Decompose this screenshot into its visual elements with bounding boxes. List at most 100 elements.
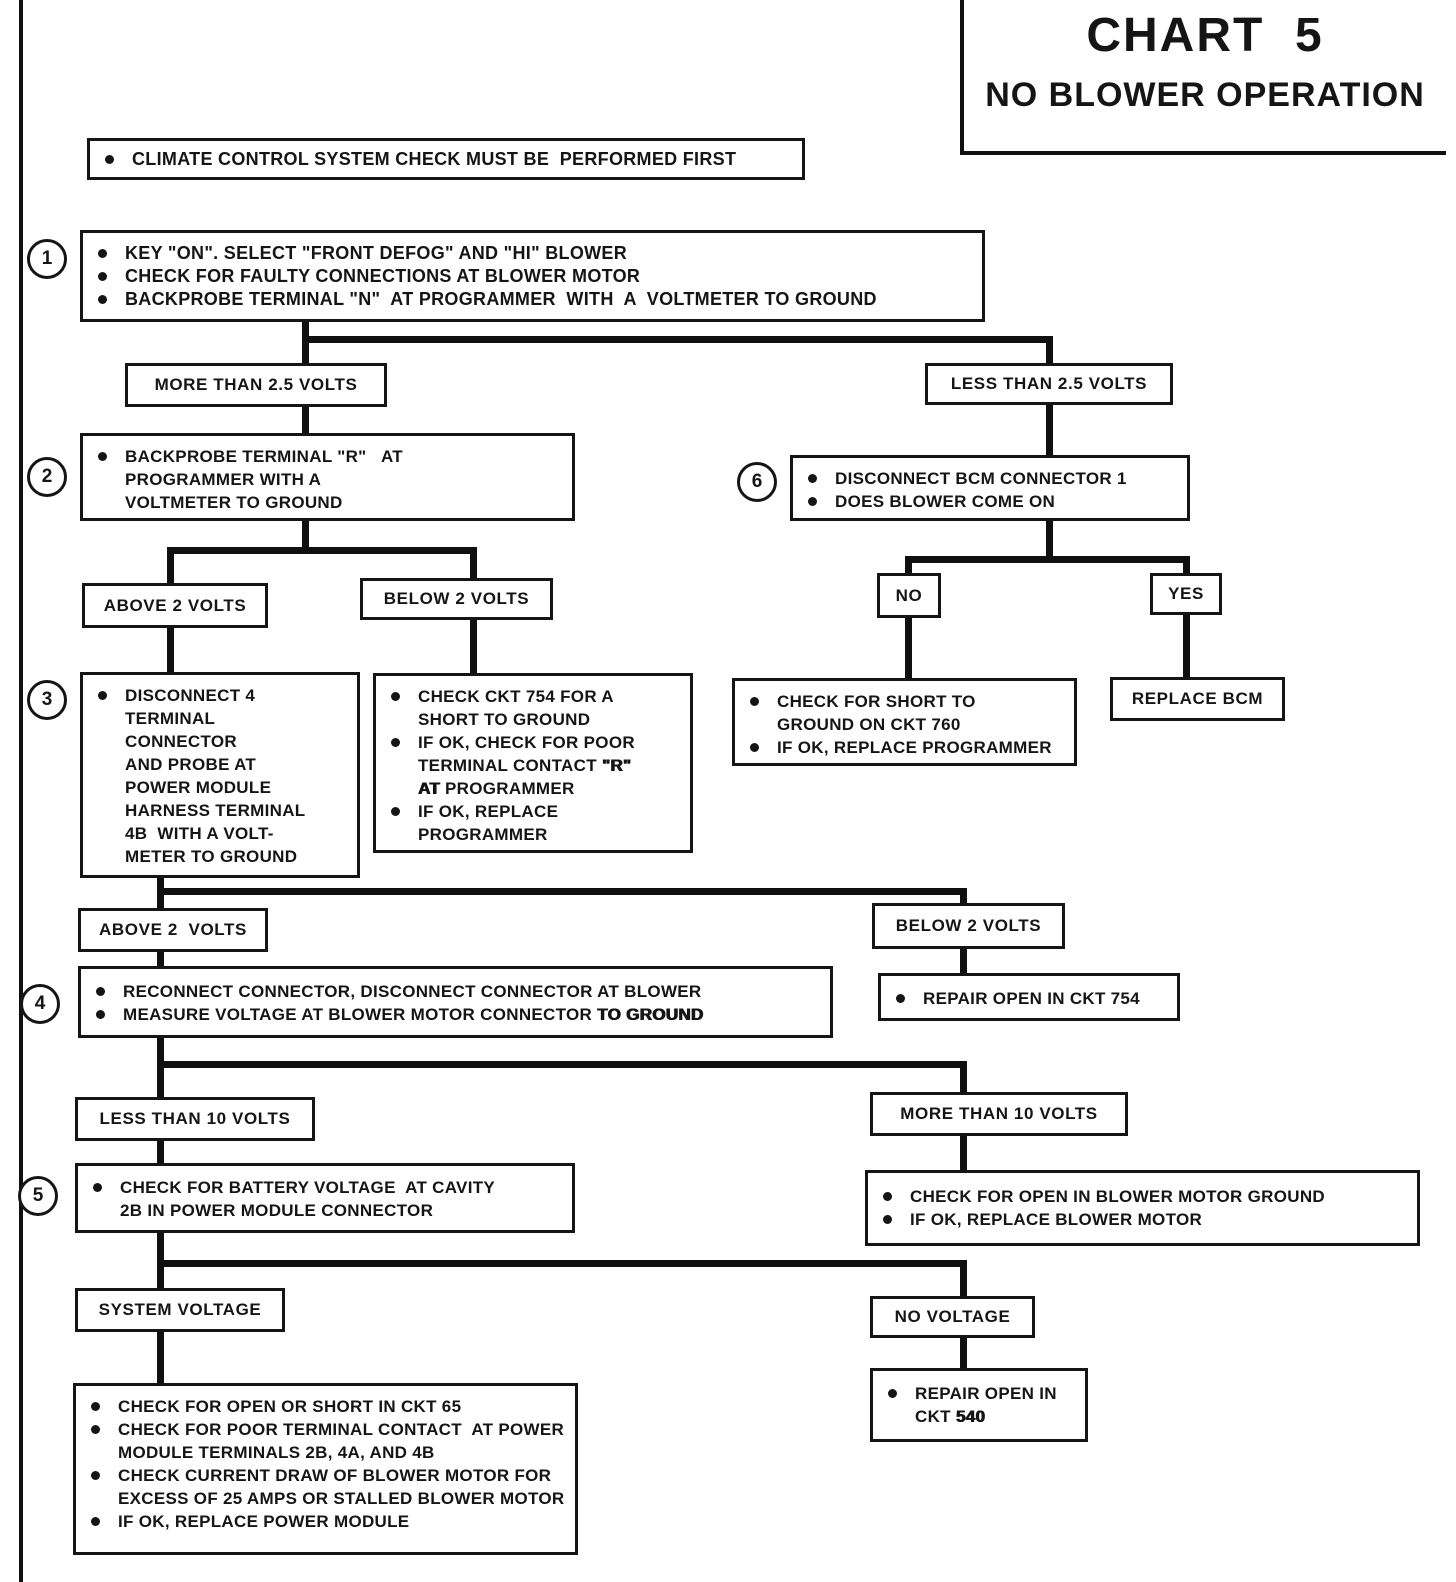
node-step-4: RECONNECT CONNECTOR, DISCONNECT CONNECTO… [78,966,833,1038]
text-line: AT PROGRAMMER [418,779,575,798]
text-line: AND PROBE AT [125,755,257,774]
connector [167,547,174,583]
bullet-icon [98,691,107,700]
bullet-icon [98,249,107,258]
connector [157,1260,967,1267]
connector [157,1260,164,1288]
text-line: CONNECTOR [125,732,237,751]
text-line: DISCONNECT 4 [95,684,351,707]
connector [960,1061,967,1092]
text-line: IF OK, REPLACE BLOWER MOTOR [880,1208,1411,1231]
text-line: MODULE TERMINALS 2B, 4A, AND 4B [118,1443,435,1462]
connector [960,1260,967,1296]
bullet-icon [96,987,105,996]
decision-less-than-10-volts: LESS THAN 10 VOLTS [75,1097,315,1141]
bullet-icon [808,474,817,483]
node-step-5: CHECK FOR BATTERY VOLTAGE AT CAVITY 2B I… [75,1163,575,1233]
text-line: CLIMATE CONTROL SYSTEM CHECK MUST BE PER… [102,148,796,171]
text-line: POWER MODULE [125,778,272,797]
text-line: IF OK, REPLACE PROGRAMMER [747,736,1068,759]
node-step-6: DISCONNECT BCM CONNECTOR 1 DOES BLOWER C… [790,455,1190,521]
connector [1183,556,1190,573]
bullet-icon [750,743,759,752]
step-1-line-3: BACKPROBE TERMINAL "N" AT PROGRAMMER WIT… [125,289,877,309]
text-line: CHECK FOR BATTERY VOLTAGE AT CAVITY [90,1176,566,1199]
text-line: SHORT TO GROUND [418,710,591,729]
node-check-ckt-760: CHECK FOR SHORT TO GROUND ON CKT 760 IF … [732,678,1077,766]
bullet-icon [91,1471,100,1480]
text-line: CHECK CURRENT DRAW OF BLOWER MOTOR FOR [88,1464,569,1487]
bullet-icon [391,692,400,701]
step-1-line-2: CHECK FOR FAULTY CONNECTIONS AT BLOWER M… [125,266,641,286]
bullet-icon [883,1192,892,1201]
title-divider-vertical [960,0,964,153]
connector [960,1136,967,1170]
connector [157,1061,967,1068]
decision-no-voltage: NO VOLTAGE [870,1296,1035,1338]
bullet-icon [96,1010,105,1019]
step-badge-3: 3 [27,680,67,720]
decision-below-2-volts-2: BELOW 2 VOLTS [872,903,1065,949]
decision-yes: YES [1150,573,1222,615]
bullet-icon [391,807,400,816]
chart-title: CHART 5 [1086,9,1324,62]
connector [1046,521,1053,561]
text-line: PROGRAMMER [418,825,548,844]
text-line: DISCONNECT BCM CONNECTOR 1 [805,467,1181,490]
connector [157,1141,164,1163]
connector [905,556,912,573]
bullet-icon [93,1183,102,1192]
connector [1046,336,1053,363]
step-badge-4: 4 [20,984,60,1024]
node-replace-bcm: REPLACE BCM [1110,677,1285,721]
connector [157,1332,164,1383]
bullet-icon [91,1402,100,1411]
connector [960,1338,967,1368]
text-line: 4B WITH A VOLT- [125,824,274,843]
text-line: MEASURE VOLTAGE AT BLOWER MOTOR CONNECTO… [93,1003,824,1026]
decision-less-than-2-5-volts: LESS THAN 2.5 VOLTS [925,363,1173,405]
decision-above-2-volts-2: ABOVE 2 VOLTS [78,908,268,952]
bullet-icon [896,994,905,1003]
connector [960,949,967,973]
text-line: IF OK, CHECK FOR POOR [388,731,684,754]
text-line: DOES BLOWER COME ON [805,490,1181,513]
text-line: METER TO GROUND [125,847,298,866]
text-line: BACKPROBE TERMINAL "R" AT [95,445,566,468]
text-line: GROUND ON CKT 760 [777,715,961,734]
bullet-icon [98,272,107,281]
bullet-icon [391,738,400,747]
title-divider-horizontal [960,151,1446,155]
note-text: CLIMATE CONTROL SYSTEM CHECK MUST BE PER… [132,149,737,169]
text-line: EXCESS OF 25 AMPS OR STALLED BLOWER MOTO… [118,1489,565,1508]
step-6-line-1: DISCONNECT BCM CONNECTOR 1 [835,469,1127,488]
text-line: CHECK FOR SHORT TO [747,690,1068,713]
connector [960,888,967,903]
node-repair-ckt-754: REPAIR OPEN IN CKT 754 [878,973,1180,1021]
text-line: RECONNECT CONNECTOR, DISCONNECT CONNECTO… [93,980,824,1003]
text-line: CHECK FOR OPEN IN BLOWER MOTOR GROUND [880,1185,1411,1208]
text-line: CKT 540 [915,1407,986,1426]
decision-no: NO [877,573,941,618]
text-line: IF OK, REPLACE POWER MODULE [88,1510,569,1533]
step-badge-1: 1 [27,239,67,279]
connector [157,1061,164,1097]
text-line: CHECK FOR FAULTY CONNECTIONS AT BLOWER M… [95,265,976,288]
decision-more-than-2-5-volts: MORE THAN 2.5 VOLTS [125,363,387,407]
bullet-icon [808,497,817,506]
decision-below-2-volts-1: BELOW 2 VOLTS [360,578,553,620]
connector [1046,405,1053,455]
bullet-icon [105,155,114,164]
node-blower-motor-ground: CHECK FOR OPEN IN BLOWER MOTOR GROUND IF… [865,1170,1420,1246]
text-line: VOLTMETER TO GROUND [95,491,566,514]
text-line: HARNESS TERMINAL [125,801,306,820]
connector [167,547,477,554]
page-border-left [19,0,23,1582]
chart-subtitle: NO BLOWER OPERATION [985,76,1425,114]
connector [302,521,309,554]
bullet-icon [883,1215,892,1224]
text-line: CHECK CKT 754 FOR A [388,685,684,708]
step-1-line-1: KEY "ON". SELECT "FRONT DEFOG" AND "HI" … [125,243,628,263]
step-badge-5: 5 [18,1176,58,1216]
text-line: KEY "ON". SELECT "FRONT DEFOG" AND "HI" … [95,242,976,265]
